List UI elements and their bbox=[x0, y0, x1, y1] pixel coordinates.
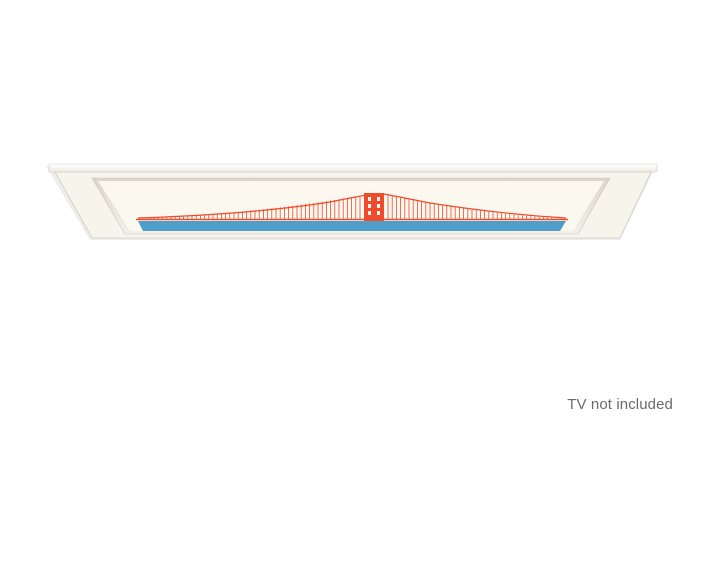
caption-text: TV not included bbox=[567, 396, 673, 413]
frame-top-edge bbox=[48, 163, 658, 173]
artwork-background bbox=[98, 181, 604, 231]
artwork bbox=[98, 181, 604, 231]
water bbox=[138, 221, 566, 231]
bridge-tower bbox=[364, 193, 384, 226]
suspension-bridge-icon bbox=[136, 193, 568, 221]
